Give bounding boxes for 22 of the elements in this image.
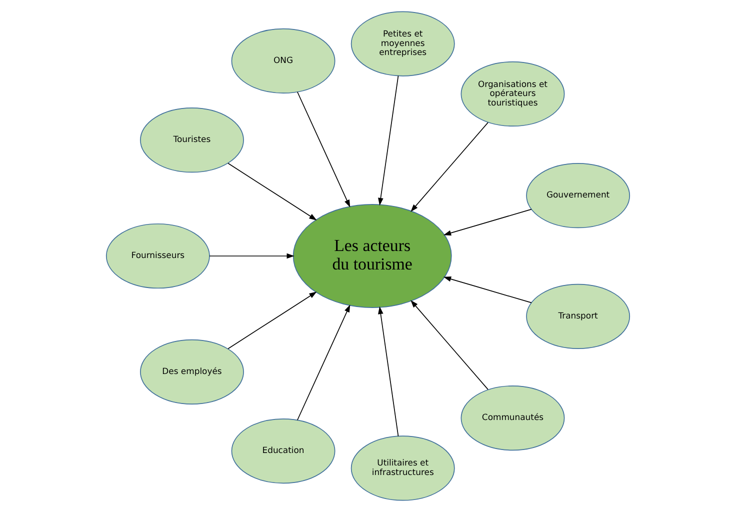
node-ellipse: Petites et moyennes entreprises [350,11,455,76]
node-ellipse: Education [231,418,336,484]
arrow [296,91,350,208]
node-ellipse: Utilitaires et infrastructures [350,436,455,501]
node-ellipse: Communautés [460,386,565,451]
arrow [443,208,532,236]
node-ellipse: Fournisseurs [106,223,210,289]
arrow [378,306,399,437]
node-ellipse: Touristes [140,108,244,173]
node-ellipse: Transport [526,284,630,349]
arrow [228,292,317,350]
arrow [410,300,488,390]
node-ellipse: Organisations et opérateurs touristiques [460,61,565,127]
arrow [410,122,488,212]
arrow [296,304,350,421]
arrow [443,276,532,304]
arrow [378,75,399,206]
arrow [228,162,317,220]
arrow [209,253,294,259]
node-ellipse: ONG [231,28,336,94]
node-ellipse: Gouvernement [526,163,630,228]
node-ellipse: Des employés [140,339,244,404]
